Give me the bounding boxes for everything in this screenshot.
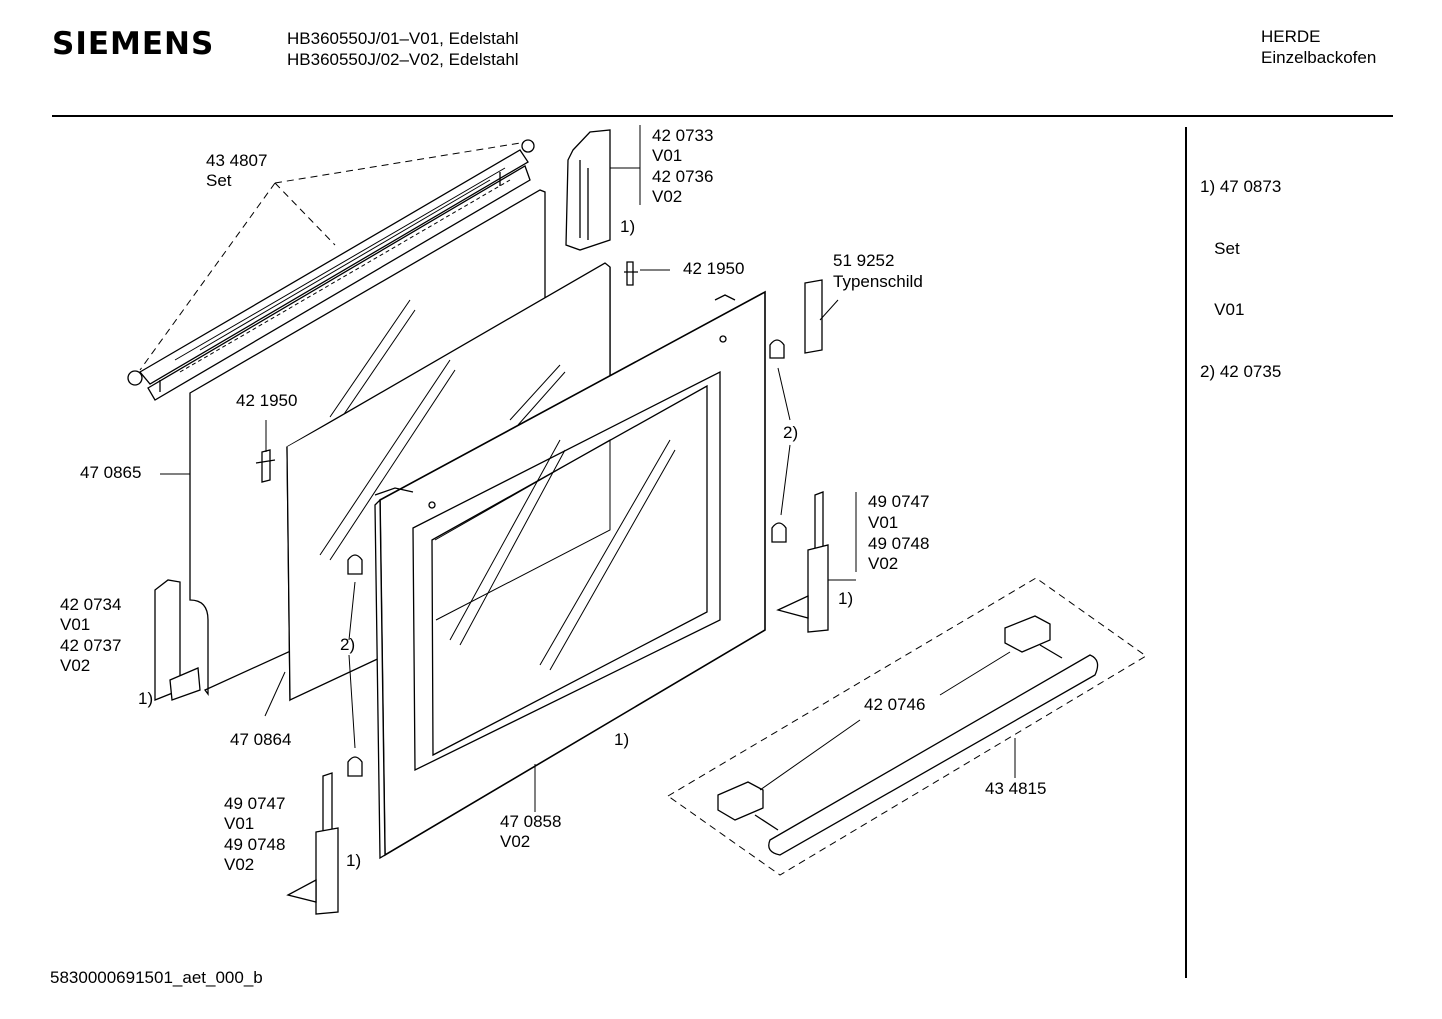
part-label: V02 [60, 656, 90, 675]
top-rail-drawing [127, 139, 535, 401]
part-label: 47 0858 [500, 812, 561, 831]
category-label: HERDE Einzelbackofen [1261, 26, 1376, 68]
part-label: 49 0748 [224, 835, 285, 854]
legend-line: 2) 42 0735 [1200, 361, 1282, 381]
part-label: 42 0737 [60, 636, 121, 655]
document-id: 5830000691501_aet_000_b [50, 968, 263, 987]
footnote-marker: 1) [346, 851, 361, 870]
footnote-marker: 2) [340, 635, 355, 654]
model-line: HB360550J/01–V01, Edelstahl [287, 29, 519, 48]
legend: 1) 47 0873 Set V01 2) 42 0735 [1200, 136, 1281, 403]
rating-plate-drawing [804, 279, 823, 354]
part-label: Set [206, 171, 232, 190]
part-label: 42 1950 [236, 391, 297, 410]
part-label: V02 [868, 554, 898, 573]
left-hinge-drawing [286, 772, 339, 915]
category-line: Einzelbackofen [1261, 48, 1377, 67]
part-label: 42 0734 [60, 595, 121, 614]
part-label: V01 [652, 146, 682, 165]
part-label: 47 0865 [80, 463, 141, 482]
part-label: V02 [652, 187, 682, 206]
footnote-marker: 1) [138, 689, 153, 708]
part-label: V02 [500, 832, 530, 851]
part-label: 51 9252 [833, 251, 894, 270]
part-label: V01 [868, 513, 898, 532]
footnote-marker: 1) [620, 217, 635, 236]
part-label: V02 [224, 855, 254, 874]
part-label: 47 0864 [230, 730, 291, 749]
right-hinge-drawing [776, 491, 829, 633]
handle-set-outline [667, 577, 1147, 876]
door-handle-drawing [717, 615, 1099, 856]
legend-line: 1) 47 0873 [1200, 177, 1282, 196]
part-label: 49 0747 [224, 794, 285, 813]
legend-line: Set [1200, 238, 1240, 258]
part-label: Typenschild [833, 272, 923, 291]
part-label: 42 0736 [652, 167, 713, 186]
footnote-marker: 1) [614, 730, 629, 749]
part-label: 42 1950 [683, 259, 744, 278]
category-line: HERDE [1261, 27, 1321, 46]
footnote-marker: 1) [838, 589, 853, 608]
footnote-marker: 2) [783, 423, 798, 442]
part-label: 42 0746 [864, 695, 925, 714]
model-line: HB360550J/02–V02, Edelstahl [287, 50, 519, 69]
part-label: 49 0748 [868, 534, 929, 553]
part-label: 43 4815 [985, 779, 1046, 798]
left-bracket-drawing [154, 579, 201, 701]
part-label: 42 0733 [652, 126, 713, 145]
outer-door-panel [374, 290, 766, 860]
brand-logo: SIEMENS [52, 26, 215, 62]
part-label: V01 [60, 615, 90, 634]
model-list: HB360550J/01–V01, Edelstahl HB360550J/02… [287, 28, 519, 70]
top-bracket-drawing [565, 129, 611, 251]
legend-line: V01 [1200, 300, 1245, 319]
part-label: 43 4807 [206, 151, 267, 170]
part-label: V01 [224, 814, 254, 833]
part-label: 49 0747 [868, 492, 929, 511]
